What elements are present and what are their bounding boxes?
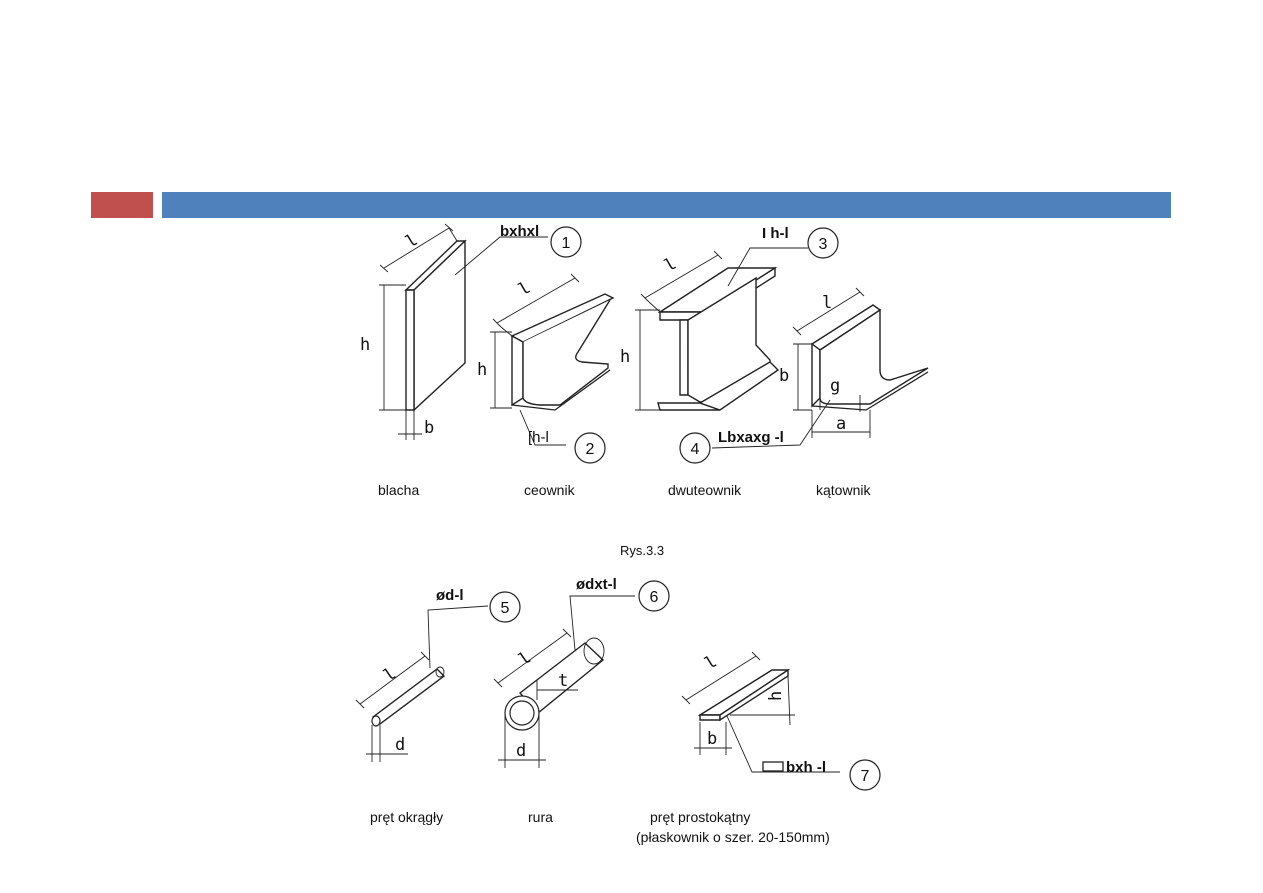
callout-code-3: I h-l (762, 225, 789, 242)
dim-l-katownik: l (822, 293, 832, 313)
callout-circle-2 (574, 432, 606, 464)
dim-g-katownik: g (830, 376, 840, 396)
callout-num-1: 1 (562, 235, 571, 252)
profile-katownik (711, 287, 929, 449)
dim-l-plaskownik: l (701, 652, 720, 674)
profile-pret-prostokatny (681, 651, 840, 773)
dim-d-rura: d (516, 741, 526, 761)
label-katownik: kątownik (816, 482, 871, 498)
dim-l-ceownik: l (515, 278, 534, 300)
callout-code-2: [h-l (528, 429, 549, 446)
callout-circle-3 (807, 227, 839, 259)
title-bar (162, 192, 1171, 218)
callout-code-5: ød-l (436, 587, 464, 604)
accent-bar-left (91, 192, 153, 218)
label-plaskownik: (płaskownik o szer. 20-150mm) (636, 829, 830, 845)
callout-num-4: 4 (691, 441, 700, 458)
callout-num-6: 6 (650, 589, 659, 606)
figure-caption: Rys.3.3 (620, 543, 664, 558)
callout-num-7: 7 (861, 768, 870, 785)
callout-code-1: bxhxl (500, 223, 539, 240)
dim-h-blacha: h (360, 335, 370, 355)
profile-pret-okragly (355, 605, 489, 762)
label-rura: rura (528, 809, 553, 825)
profile-blacha (379, 223, 548, 440)
profile-ceownik (490, 273, 615, 446)
dim-l-pret: l (380, 664, 400, 686)
callout-code-4: Lbxaxg -l (718, 429, 784, 446)
rectangle-bar-symbol (762, 761, 784, 772)
label-pret-okragly: pręt okrągły (370, 809, 443, 825)
dim-l-rura: l (515, 648, 535, 670)
callout-code-6: ødxt-l (576, 576, 617, 593)
label-ceownik: ceownik (524, 482, 576, 498)
callout-num-2: 2 (586, 441, 595, 458)
dim-b-blacha: b (424, 418, 434, 438)
callout-circle-5 (489, 591, 521, 623)
label-pret-prostokatny: pręt prostokątny (650, 809, 750, 825)
dim-l-dwuteownik: l (661, 254, 680, 276)
callout-code-7: bxh -l (786, 759, 826, 776)
label-dwuteownik: dwuteownik (668, 482, 742, 498)
dim-h-dwuteownik: h (620, 347, 630, 367)
dim-b-katownik: b (779, 366, 789, 386)
dim-d-pret: d (395, 735, 405, 755)
callout-circle-4 (679, 432, 711, 464)
profile-rura (493, 595, 635, 768)
dim-h-ceownik: h (477, 360, 487, 380)
dim-a-katownik: a (836, 414, 846, 434)
callout-circle-7 (849, 759, 881, 791)
callout-num-3: 3 (819, 236, 828, 253)
callout-circle-6 (638, 580, 670, 612)
profile-dwuteownik (635, 247, 808, 411)
dim-t-rura: t (558, 671, 568, 691)
dim-l-blacha: l (402, 230, 421, 252)
label-blacha: blacha (378, 482, 419, 498)
dim-h-plaskownik: h (766, 691, 786, 701)
callout-num-5: 5 (501, 600, 510, 617)
dim-b-plaskownik: b (707, 729, 717, 749)
callout-circle-1 (550, 226, 582, 258)
